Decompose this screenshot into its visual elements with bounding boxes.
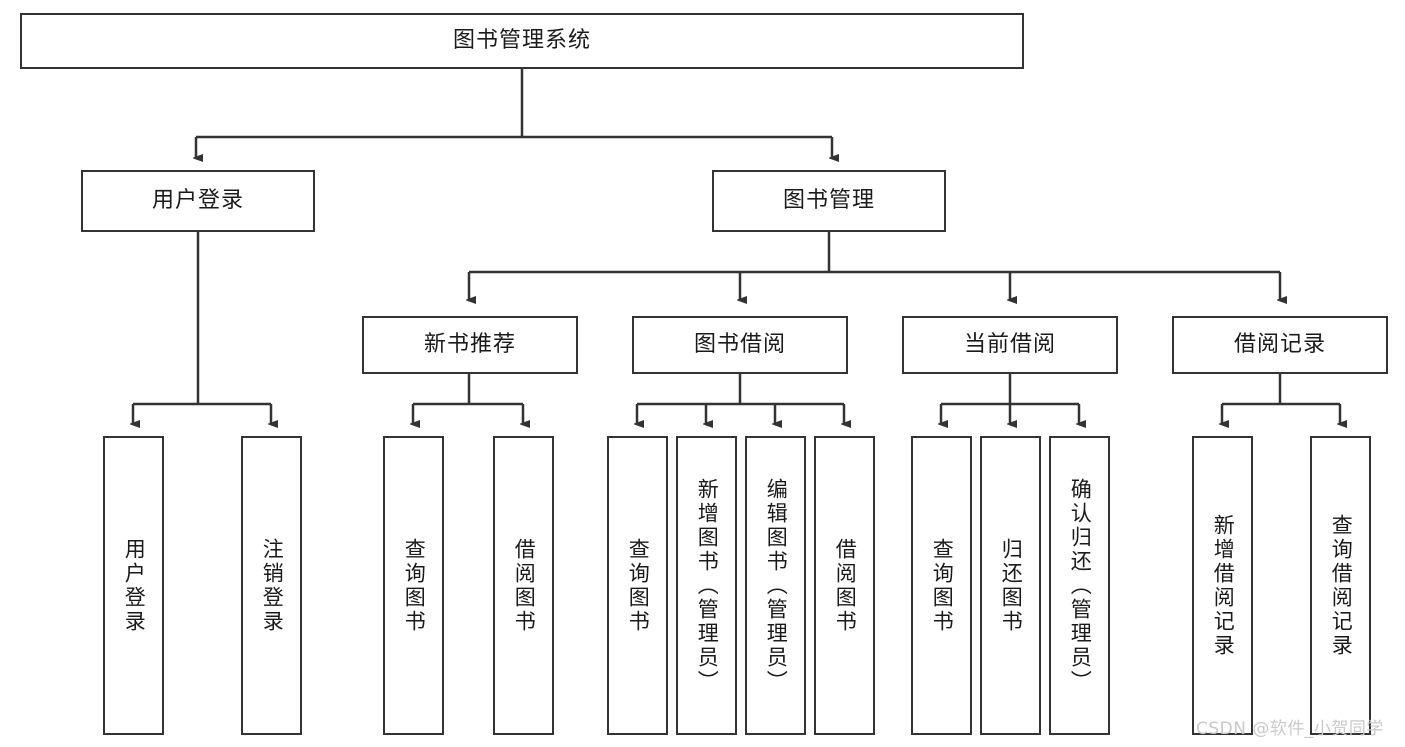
leaf-new-book-borrow[interactable]: 借阅图书	[493, 436, 554, 735]
node-label: 用户登录	[151, 187, 244, 213]
node-label: 借阅图书	[833, 537, 858, 634]
node-book-borrow[interactable]: 图书借阅	[632, 316, 848, 374]
leaf-book-borrow-query[interactable]: 查询图书	[607, 436, 668, 735]
node-label: 用户登录	[122, 537, 147, 634]
node-book-management[interactable]: 图书管理	[712, 170, 946, 232]
leaf-user-login-logout[interactable]: 注销登录	[241, 436, 302, 735]
node-label: 编辑图书（管理员）	[764, 477, 789, 694]
node-current-borrow[interactable]: 当前借阅	[902, 316, 1118, 374]
node-user-login[interactable]: 用户登录	[81, 170, 315, 232]
leaf-current-borrow-confirm-return[interactable]: 确认归还（管理员）	[1049, 436, 1110, 735]
node-new-book-recommend[interactable]: 新书推荐	[362, 316, 578, 374]
leaf-borrow-record-query[interactable]: 查询借阅记录	[1310, 436, 1371, 735]
leaf-current-borrow-return[interactable]: 归还图书	[980, 436, 1041, 735]
node-label: 查询图书	[930, 537, 955, 634]
leaf-new-book-query[interactable]: 查询图书	[383, 436, 444, 735]
node-label: 查询图书	[402, 537, 427, 634]
node-label: 当前借阅	[963, 331, 1056, 357]
node-label: 图书管理	[782, 187, 875, 213]
node-label: 确认归还（管理员）	[1068, 477, 1093, 694]
node-label: 图书管理系统	[452, 27, 591, 53]
leaf-book-borrow-add[interactable]: 新增图书（管理员）	[676, 436, 737, 735]
leaf-borrow-record-add[interactable]: 新增借阅记录	[1192, 436, 1253, 735]
leaf-book-borrow-borrow[interactable]: 借阅图书	[814, 436, 875, 735]
node-label: 借阅图书	[512, 537, 537, 634]
leaf-current-borrow-query[interactable]: 查询图书	[911, 436, 972, 735]
node-label: 新增图书（管理员）	[695, 477, 720, 694]
node-label: 新增借阅记录	[1211, 513, 1236, 658]
node-label: 新书推荐	[423, 331, 516, 357]
node-label: 图书借阅	[693, 331, 786, 357]
node-borrow-record[interactable]: 借阅记录	[1172, 316, 1388, 374]
node-label: 归还图书	[999, 537, 1024, 634]
node-root-book-management-system[interactable]: 图书管理系统	[20, 13, 1024, 69]
leaf-book-borrow-edit[interactable]: 编辑图书（管理员）	[745, 436, 806, 735]
leaf-user-login-login[interactable]: 用户登录	[103, 436, 164, 735]
node-label: 查询借阅记录	[1329, 513, 1354, 658]
node-label: 查询图书	[626, 537, 651, 634]
csdn-watermark: CSDN @软件_小贺同学	[1196, 719, 1384, 739]
node-label: 注销登录	[260, 537, 285, 634]
node-label: 借阅记录	[1233, 331, 1326, 357]
